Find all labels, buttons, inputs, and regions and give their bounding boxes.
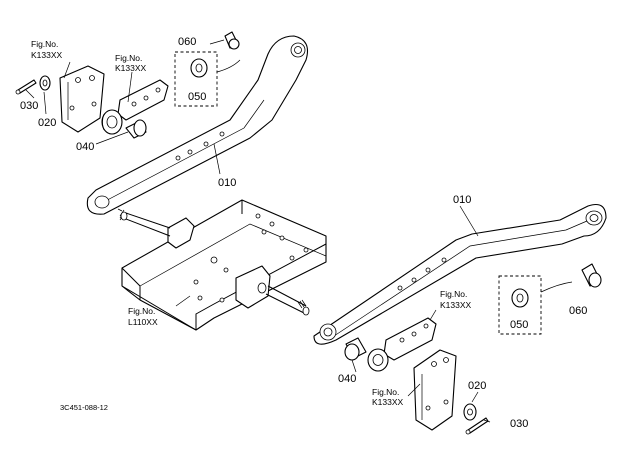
fig-label: Fig.No. [115, 53, 142, 63]
fig-label: Fig.No. [372, 387, 399, 397]
drawing-code: 3C451-088-12 [60, 403, 108, 412]
fig-number-l110: L110XX [128, 317, 158, 327]
ring-upper [39, 75, 51, 91]
fig-number-k133: K133XX [440, 300, 472, 310]
part-label-050: 050 [510, 319, 528, 331]
part-label-020: 020 [38, 117, 56, 129]
collar-upper [125, 119, 147, 139]
collar-lower [344, 337, 367, 361]
figure-ref-lower-right: Fig.No. K133XX [440, 289, 472, 310]
fig-number-k133: K133XX [372, 397, 404, 407]
part-label-040: 040 [338, 373, 356, 385]
figure-ref-lower-left: Fig.No. K133XX [372, 387, 404, 407]
fig-label: Fig.No. [128, 306, 155, 316]
lower-link-lower [313, 203, 607, 345]
ball-bushing-lower [511, 288, 529, 308]
part-label-030: 030 [20, 100, 38, 112]
arrow-upper-050 [216, 59, 241, 73]
fig-number-k133: K133XX [31, 50, 63, 60]
bracket-upper [59, 65, 105, 133]
fig-number-k133: K133XX [115, 63, 147, 73]
part-label-060: 060 [569, 305, 587, 317]
pin-upper [15, 79, 37, 95]
lower-link-upper [86, 35, 309, 215]
bracket-lower [413, 349, 457, 431]
plate-lower [383, 317, 437, 361]
figure-ref-center: Fig.No. L110XX [128, 306, 158, 327]
bushing-lower [581, 263, 602, 288]
figure-ref-upper-mid: Fig.No. K133XX [115, 53, 147, 73]
part-label-040: 040 [76, 141, 94, 153]
part-label-010: 010 [453, 194, 471, 206]
ball-joint-upper [101, 109, 123, 135]
arrow-lower-050 [540, 281, 573, 293]
ball-bushing-upper [190, 58, 208, 78]
part-label-060: 060 [178, 36, 196, 48]
cross-shaft-upper [117, 208, 195, 249]
hitch-frame [121, 199, 327, 331]
part-label-050: 050 [188, 91, 206, 103]
fig-label: Fig.No. [31, 39, 58, 49]
leader-lines [25, 39, 491, 423]
detail-box-upper [174, 51, 218, 107]
ring-lower [463, 403, 477, 421]
fig-label: Fig.No. [440, 289, 467, 299]
cross-shaft-lower [235, 265, 310, 316]
plate-upper [117, 79, 169, 121]
part-label-030: 030 [510, 418, 528, 430]
bushing-upper [224, 31, 240, 50]
detail-box-lower [498, 275, 542, 335]
ball-joint-lower [367, 348, 389, 372]
part-label-010: 010 [218, 177, 236, 189]
figure-ref-upper-left: Fig.No. K133XX [31, 39, 63, 60]
part-label-020: 020 [468, 380, 486, 392]
